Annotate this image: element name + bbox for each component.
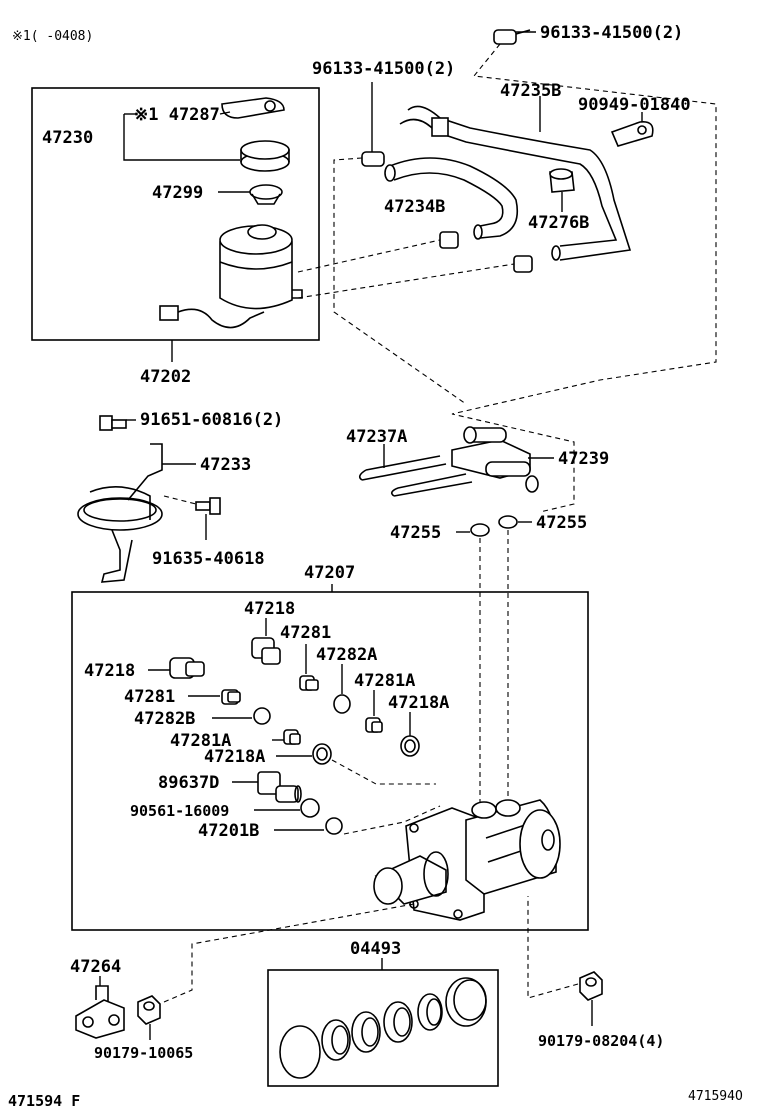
dash-91635 (163, 495, 197, 505)
pipe-47237A (358, 455, 473, 497)
clamp-90949 (610, 120, 654, 147)
repair-kit-parts (279, 977, 487, 1079)
label-47201B: 47201B (198, 821, 259, 841)
label-47239: 47239 (558, 449, 609, 469)
gasket-47255-left (470, 523, 490, 537)
nut-90179-right (579, 971, 603, 1001)
dash-tank-hose1 (297, 239, 441, 273)
bracket-plate-47287 (221, 97, 285, 119)
label-47281A-right: 47281A (354, 671, 415, 691)
strainer-47299 (249, 184, 283, 205)
nut-90179-left (137, 995, 161, 1025)
dash-47201B (343, 805, 441, 835)
label-91651: 91651-60816(2) (140, 410, 283, 430)
bracket-47233 (77, 443, 163, 583)
label-89637D: 89637D (158, 773, 219, 793)
seal-47282B (253, 707, 271, 725)
valve-47239 (451, 426, 539, 493)
label-47218A-left: 47218A (204, 747, 265, 767)
label-91635: 91635-40618 (152, 549, 265, 569)
seal-47281A-right (365, 717, 383, 733)
label-96133-mid: 96133-41500(2) (312, 59, 455, 79)
label-47282A: 47282A (316, 645, 377, 665)
footnote-text: ※1( -0408) (12, 29, 93, 44)
label-90561: 90561-16009 (130, 802, 229, 820)
bolt-91651 (99, 415, 127, 431)
dash-90179-left (163, 903, 415, 1003)
hose-clip-small-1 (439, 231, 459, 249)
label-47230: 47230 (42, 128, 93, 148)
reservoir-assembly-box (31, 87, 320, 341)
label-90179-left: 90179-10065 (94, 1044, 193, 1062)
dash-hose-route (451, 43, 717, 513)
label-47255-left: 47255 (390, 523, 441, 543)
label-47218A-right: 47218A (388, 693, 449, 713)
ring-47218A-left (312, 743, 332, 765)
seal-47282A (333, 694, 351, 714)
label-47235B: 47235B (500, 81, 561, 101)
bracket-47264 (75, 985, 125, 1039)
dash-tank-hose2 (297, 263, 515, 299)
label-47218-top: 47218 (244, 599, 295, 619)
label-47202: 47202 (140, 367, 191, 387)
seal-47281-top (299, 675, 319, 691)
label-47234B: 47234B (384, 197, 445, 217)
seal-47281A-left (283, 729, 301, 745)
label-47233: 47233 (200, 455, 251, 475)
label-47218-left: 47218 (84, 661, 135, 681)
grommet-47276B (549, 168, 575, 193)
label-47237A: 47237A (346, 427, 407, 447)
label-90949: 90949-01840 (578, 95, 691, 115)
label-47299: 47299 (152, 183, 203, 203)
hose-47234B (384, 157, 519, 240)
repair-kit-box (267, 969, 499, 1087)
reservoir-tank (159, 224, 303, 329)
hose-clip-small-2 (513, 255, 533, 273)
hose-47235B (399, 105, 632, 261)
bolt-91635 (195, 497, 221, 515)
dash-left-route (333, 157, 467, 405)
ring-47218A-right (400, 735, 420, 757)
label-04493: 04493 (350, 939, 401, 959)
label-47281A-left: 47281A (170, 731, 231, 751)
label-47282B: 47282B (134, 709, 195, 729)
footer-left-code: 471594 F (8, 1092, 80, 1110)
hose-clip-top (493, 29, 531, 45)
hose-clip-mid (361, 151, 385, 167)
label-47281-left: 47281 (124, 687, 175, 707)
label-47287: ※1 47287 (134, 105, 220, 125)
leader-47230 (123, 114, 240, 161)
plug-47218-top (251, 637, 281, 665)
label-47281-top: 47281 (280, 623, 331, 643)
seal-47281-left (221, 689, 241, 705)
label-47264: 47264 (70, 957, 121, 977)
master-cylinder-body (373, 799, 561, 921)
oring-47201B (325, 817, 343, 835)
label-47207: 47207 (304, 563, 355, 583)
reservoir-cap (240, 140, 290, 172)
gasket-47255-right (498, 515, 518, 529)
leader-47287 (219, 111, 231, 115)
plug-47218-left (169, 657, 205, 679)
label-47255-right: 47255 (536, 513, 587, 533)
sensor-89637D (257, 771, 302, 803)
label-96133-top: 96133-41500(2) (540, 23, 683, 43)
dash-90179-right (527, 896, 579, 999)
footer-right-code: 471594O (688, 1089, 743, 1104)
dash-47218A (331, 759, 436, 785)
master-cylinder-box (71, 591, 589, 931)
label-90179-right: 90179-08204(4) (538, 1032, 664, 1050)
oring-90561 (300, 798, 320, 818)
label-47276B: 47276B (528, 213, 589, 233)
